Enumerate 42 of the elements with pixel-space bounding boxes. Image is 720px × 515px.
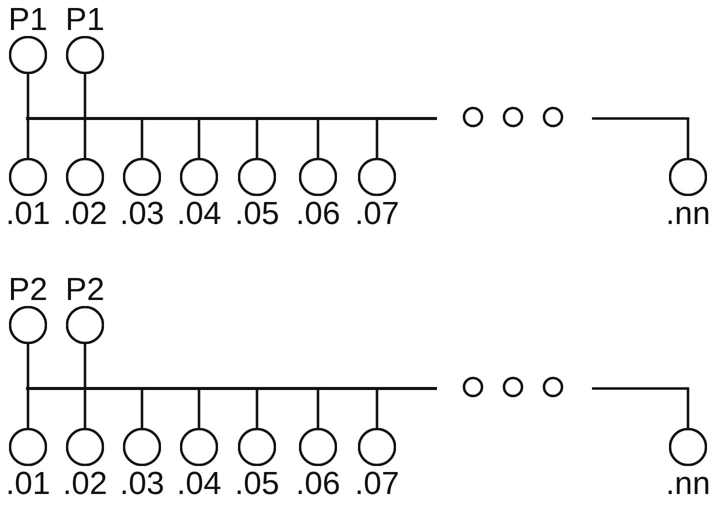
connector-line — [316, 118, 320, 158]
connector-line — [376, 118, 378, 158]
node-label: .04 — [176, 466, 222, 500]
connector-line — [256, 388, 258, 428]
connector-line — [84, 388, 86, 428]
node-label: .05 — [234, 196, 280, 230]
bus-line — [26, 387, 437, 390]
node-label: .07 — [354, 196, 400, 230]
node-label: .06 — [296, 466, 340, 500]
bus-line — [26, 117, 437, 120]
connector-line — [198, 118, 200, 158]
connector-line — [84, 74, 86, 118]
connector-line — [592, 117, 690, 158]
node-label: .nn — [666, 466, 710, 500]
node-label: .04 — [176, 196, 222, 230]
connector-line — [26, 388, 30, 428]
connector-line — [198, 388, 200, 428]
node-label: P1 — [8, 2, 48, 36]
connector-line — [376, 388, 378, 428]
connector-line — [256, 118, 258, 158]
node-label: .05 — [234, 466, 280, 500]
node-label: .03 — [120, 466, 164, 500]
connector-line — [84, 118, 86, 158]
node-label: .03 — [120, 196, 164, 230]
node-label: .01 — [6, 196, 50, 230]
node-label: P2 — [65, 272, 105, 306]
connector-line — [26, 118, 30, 158]
node-label: .02 — [62, 196, 108, 230]
connector-line — [316, 388, 320, 428]
node-label: .nn — [666, 196, 710, 230]
node-label: .07 — [354, 466, 400, 500]
connector-line — [26, 344, 30, 388]
node-label: .06 — [296, 196, 340, 230]
node-label: .01 — [6, 466, 50, 500]
connector-line — [592, 387, 690, 428]
node-label: P2 — [8, 272, 48, 306]
connector-line — [140, 388, 144, 428]
connector-line — [84, 344, 86, 388]
connector-line — [140, 118, 144, 158]
connector-line — [26, 74, 30, 118]
node-label: P1 — [65, 2, 105, 36]
node-label: .02 — [62, 466, 108, 500]
